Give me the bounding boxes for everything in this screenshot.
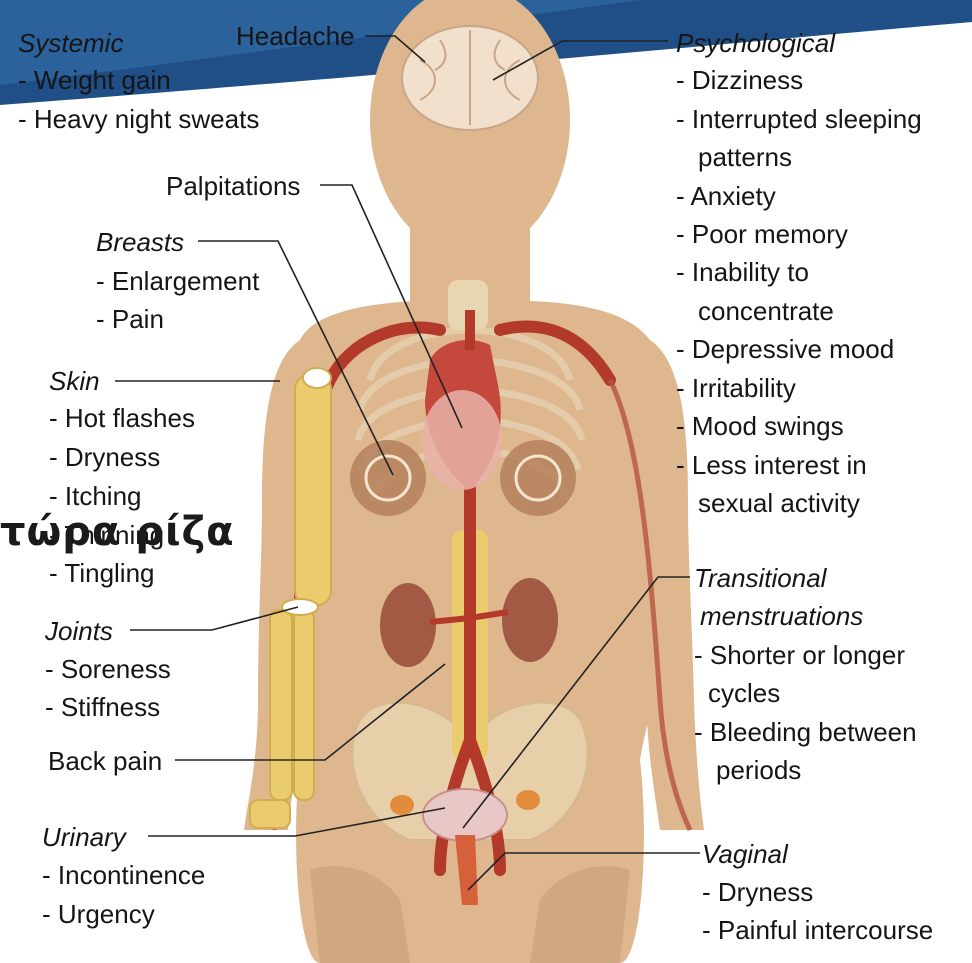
category-systemic: Systemic [18,28,123,58]
psychological-item: - Depressive mood [676,334,894,364]
psychological-item: - Poor memory [676,219,848,249]
psychological-item: - Inability to [676,257,809,287]
psychological-item: - Anxiety [676,181,776,211]
psychological-item: - Less interest in [676,450,867,480]
breasts-item: - Enlargement [96,266,259,296]
joints-item: - Stiffness [45,692,160,722]
psychological-item: - Mood swings [676,411,844,441]
category-psychological: Psychological [676,28,835,58]
label-back-pain: Back pain [48,746,162,776]
category-joints: Joints [45,616,113,646]
category-skin: Skin [49,366,100,396]
category-breasts: Breasts [96,227,184,257]
skin-item: - Tingling [49,558,155,588]
category-transitional-line2: menstruations [700,601,863,631]
psychological-item: - Dizziness [676,65,803,95]
label-headache: Headache [236,21,355,51]
category-transitional: Transitional [694,563,826,593]
urinary-item: - Urgency [42,899,155,929]
psychological-item: concentrate [698,296,834,326]
transitional-item: - Shorter or longer [694,640,905,670]
skin-item: - Dryness [49,442,160,472]
joints-item: - Soreness [45,654,171,684]
systemic-item: - Heavy night sweats [18,104,259,134]
systemic-item: - Weight gain [18,65,171,95]
category-urinary: Urinary [42,822,126,852]
psychological-item: - Irritability [676,373,796,403]
urinary-item: - Incontinence [42,860,205,890]
vaginal-item: - Dryness [702,877,813,907]
psychological-item: patterns [698,142,792,172]
breasts-item: - Pain [96,304,164,334]
transitional-item: - Bleeding between [694,717,917,747]
label-palpitations: Palpitations [166,171,300,201]
watermark-logo: τώρα ρίζα [0,510,235,554]
skin-item: - Hot flashes [49,403,195,433]
transitional-item: periods [716,755,801,785]
transitional-item: cycles [708,678,780,708]
psychological-item: sexual activity [698,488,860,518]
skin-item: - Itching [49,481,142,511]
psychological-item: - Interrupted sleeping [676,104,922,134]
category-vaginal: Vaginal [702,839,788,869]
vaginal-item: - Painful intercourse [702,915,933,945]
brain [402,26,538,130]
bladder [423,789,507,841]
